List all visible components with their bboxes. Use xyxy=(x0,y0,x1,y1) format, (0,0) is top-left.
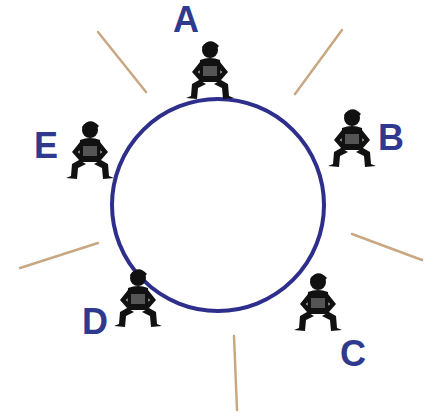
ray-lines xyxy=(20,30,422,410)
seat-letter: A xyxy=(173,2,199,38)
person-figure xyxy=(186,41,234,99)
seat-letter: B xyxy=(378,120,404,156)
person-figure xyxy=(114,269,162,327)
seat-letter: C xyxy=(340,336,366,372)
person-figure xyxy=(294,273,342,331)
person-figure xyxy=(328,109,376,167)
person-figure xyxy=(66,121,114,179)
seat-letter: E xyxy=(34,128,58,164)
seat-letter: D xyxy=(82,304,108,340)
